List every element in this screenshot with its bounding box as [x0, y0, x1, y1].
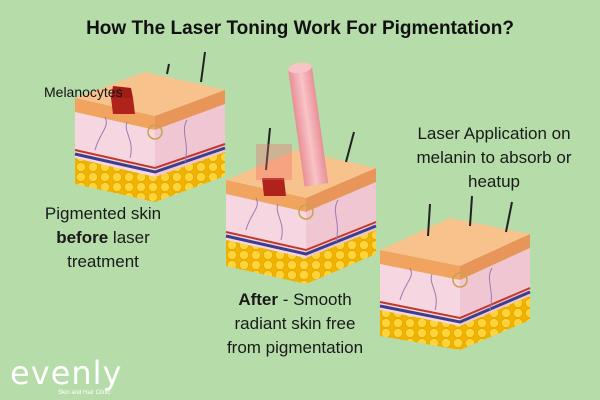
evenly-logo: evenly [10, 354, 123, 392]
caption-before: Pigmented skin before laser treatment [44, 204, 162, 271]
laser-beam [288, 62, 329, 187]
skin-block-after [379, 195, 531, 350]
melanocytes-label: Melanocytes [44, 84, 123, 100]
logo-tagline: Skin and Hair Clinic [58, 390, 111, 396]
diagram-title: How The Laser Toning Work For Pigmentati… [86, 18, 514, 39]
skin-block-before [74, 51, 226, 202]
dermis-layer [75, 112, 155, 177]
caption-after: After - Smooth radiant skin free from pi… [226, 290, 364, 357]
caption-laser: Laser Application on melanin to absorb o… [416, 124, 572, 191]
skin-block-laser [225, 119, 377, 284]
pigment-spot [111, 98, 135, 114]
fat-layer [75, 158, 155, 202]
